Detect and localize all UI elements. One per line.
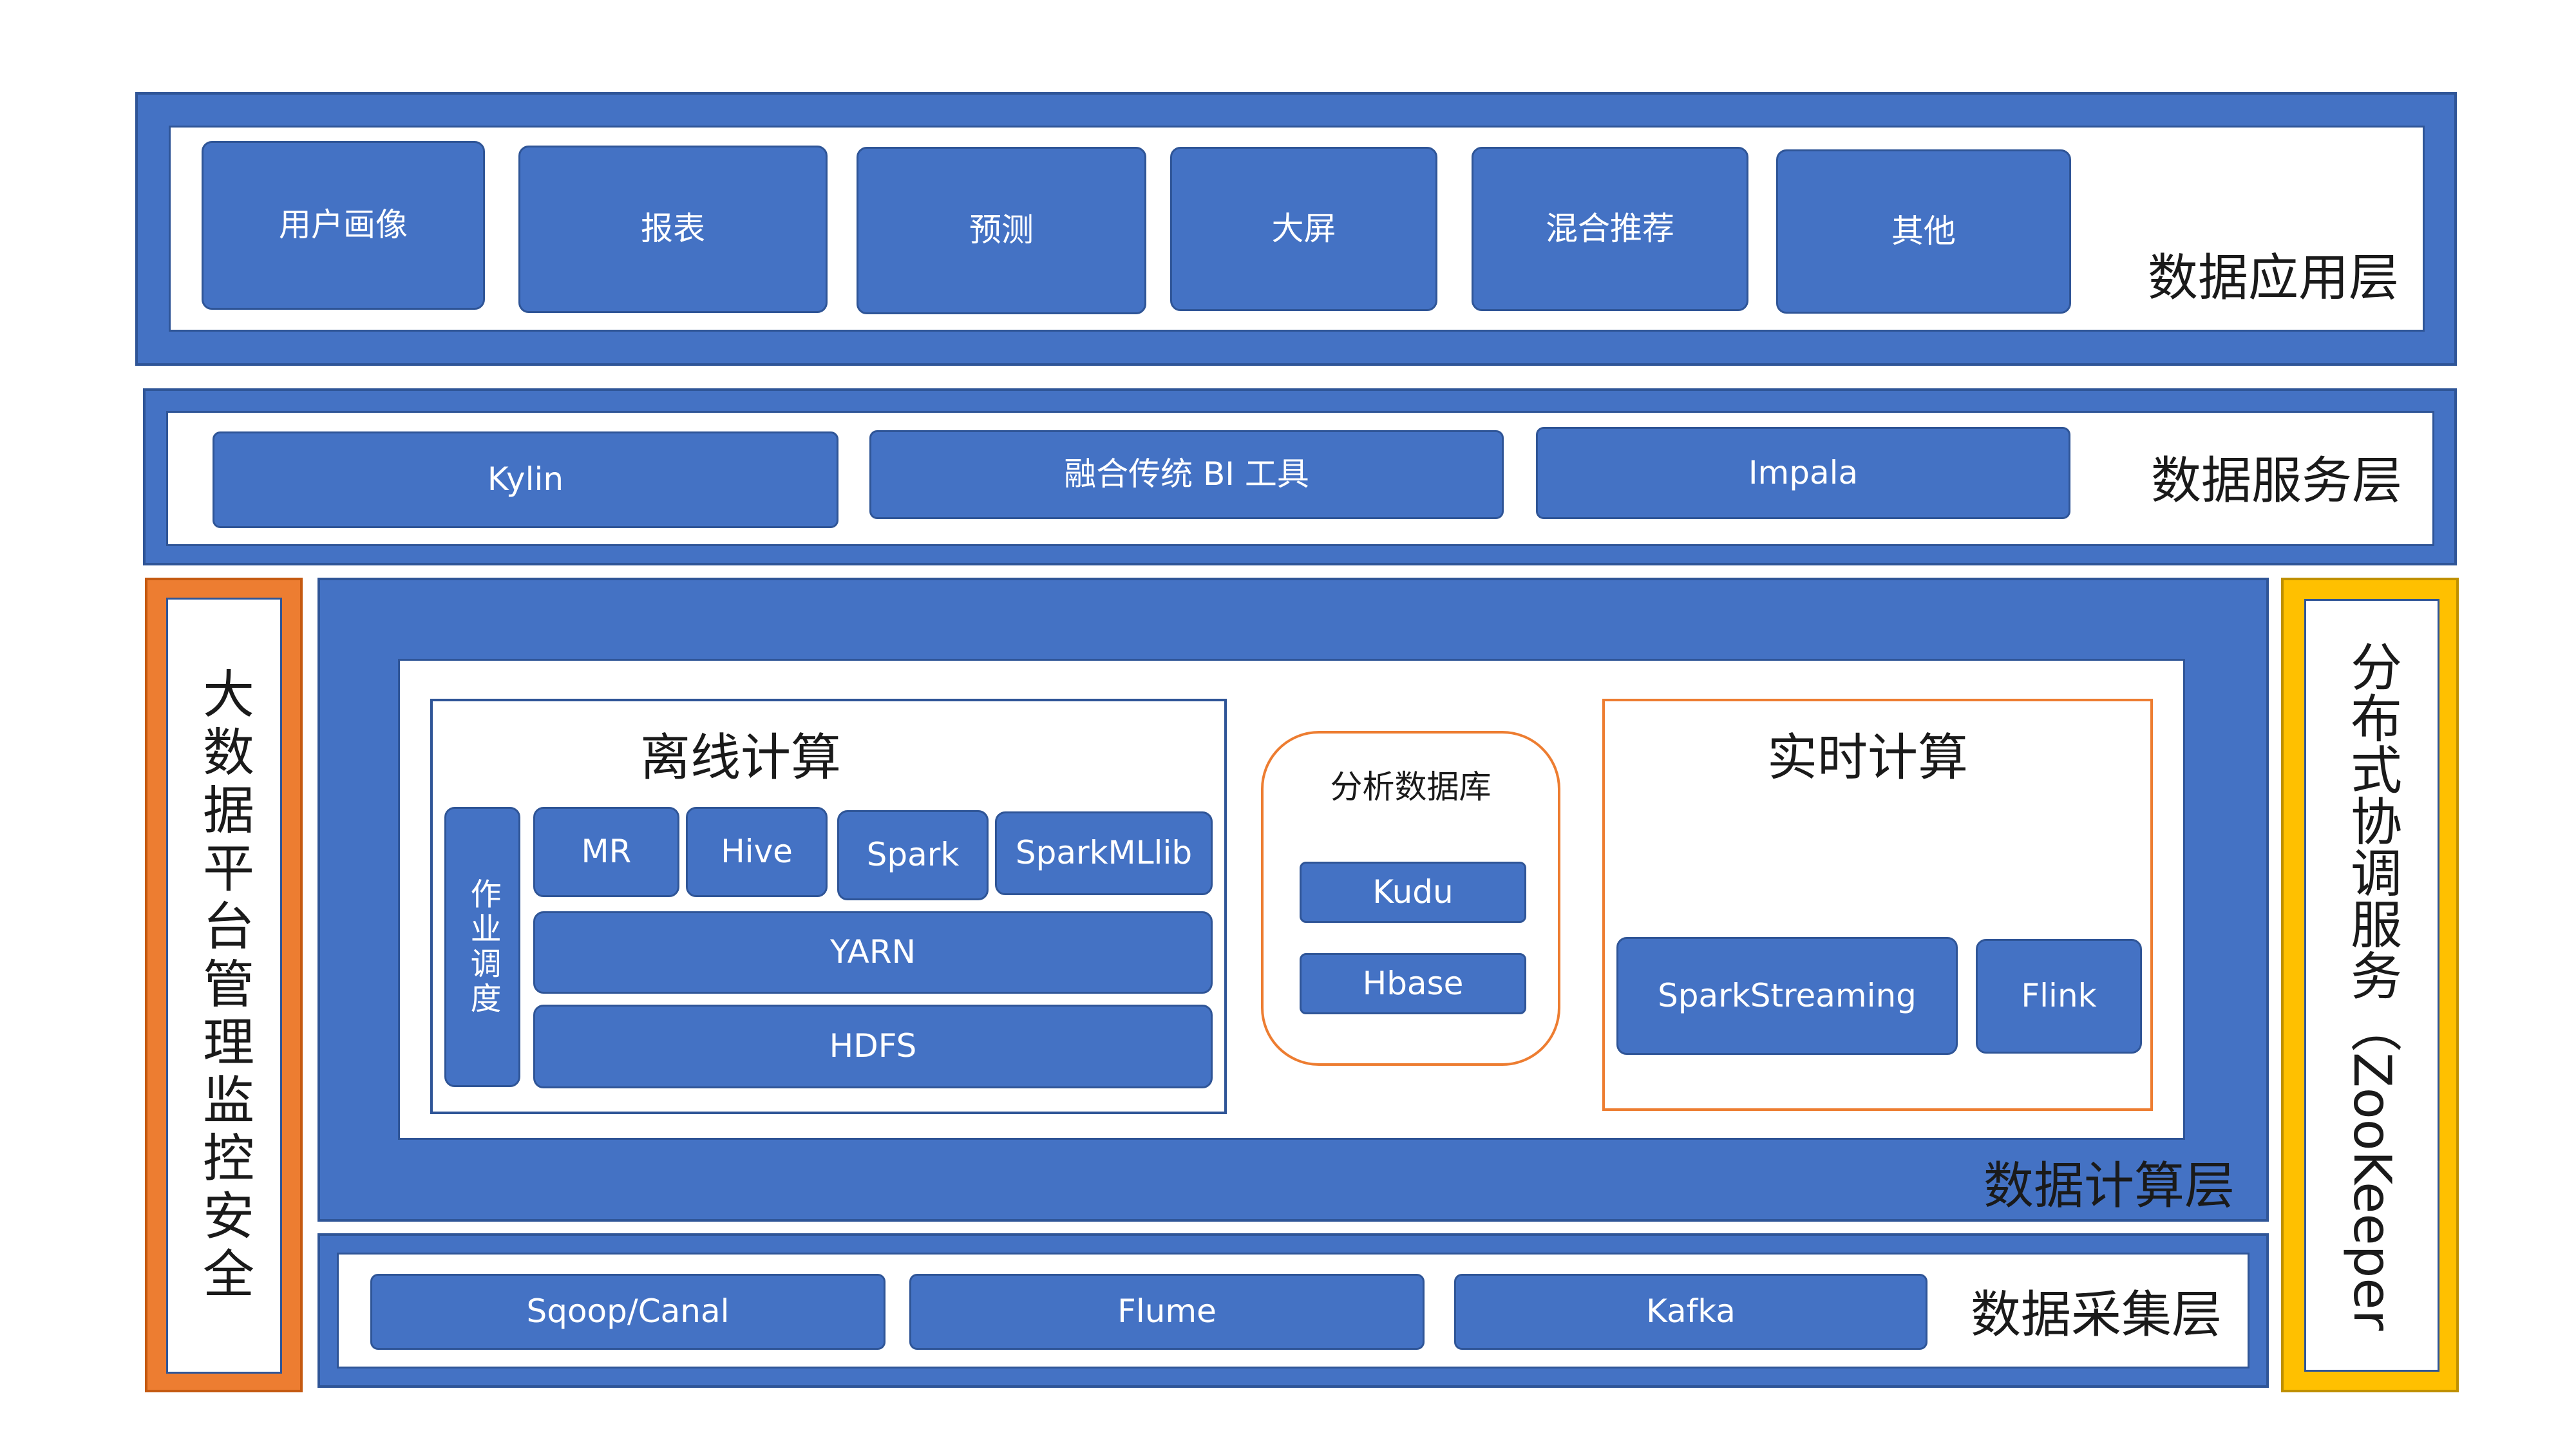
analytics-db-title: 分析数据库 — [1330, 768, 1492, 806]
collect-item-kafka[interactable]: Kafka — [1454, 1274, 1927, 1350]
app-item-user-profile[interactable]: 用户画像 — [202, 141, 485, 310]
service-item-kylin[interactable]: Kylin — [213, 431, 838, 528]
hdfs-box[interactable]: HDFS — [533, 1005, 1213, 1088]
compute-layer-title: 数据计算层 — [1983, 1157, 2235, 1215]
coordination-panel — [2304, 599, 2439, 1372]
yarn-box[interactable]: YARN — [533, 911, 1213, 994]
collect-item-flume[interactable]: Flume — [909, 1274, 1425, 1350]
db-hbase[interactable]: Hbase — [1300, 953, 1526, 1014]
engine-sparkmllib[interactable]: SparkMLlib — [995, 811, 1213, 895]
offline-compute-title: 离线计算 — [639, 729, 841, 787]
service-item-impala[interactable]: Impala — [1536, 427, 2070, 519]
management-title: 大数据平台管理监控安全 — [194, 667, 254, 1305]
management-panel — [166, 598, 282, 1374]
db-kudu[interactable]: Kudu — [1300, 862, 1526, 923]
coordination-title: 分布式协调服务（ZooKeeper — [2342, 639, 2402, 1331]
job-scheduler[interactable]: 作业调度 — [444, 807, 520, 1087]
app-item-big-screen[interactable]: 大屏 — [1170, 147, 1437, 311]
realtime-sparkstreaming[interactable]: SparkStreaming — [1616, 937, 1958, 1055]
service-item-bi-tools[interactable]: 融合传统 BI 工具 — [869, 430, 1504, 519]
engine-mr[interactable]: MR — [533, 807, 679, 897]
engine-hive[interactable]: Hive — [686, 807, 828, 897]
app-item-forecast[interactable]: 预测 — [857, 147, 1146, 314]
realtime-compute-title: 实时计算 — [1766, 729, 1968, 787]
app-item-report[interactable]: 报表 — [518, 146, 828, 313]
engine-spark[interactable]: Spark — [837, 810, 989, 900]
application-layer-title: 数据应用层 — [2147, 249, 2399, 307]
app-item-other[interactable]: 其他 — [1776, 149, 2071, 314]
collection-layer-title: 数据采集层 — [1970, 1286, 2222, 1344]
collect-item-sqoop-canal[interactable]: Sqoop/Canal — [370, 1274, 886, 1350]
realtime-flink[interactable]: Flink — [1976, 939, 2142, 1054]
app-item-hybrid-recommend[interactable]: 混合推荐 — [1472, 147, 1748, 311]
service-layer-title: 数据服务层 — [2150, 452, 2402, 510]
